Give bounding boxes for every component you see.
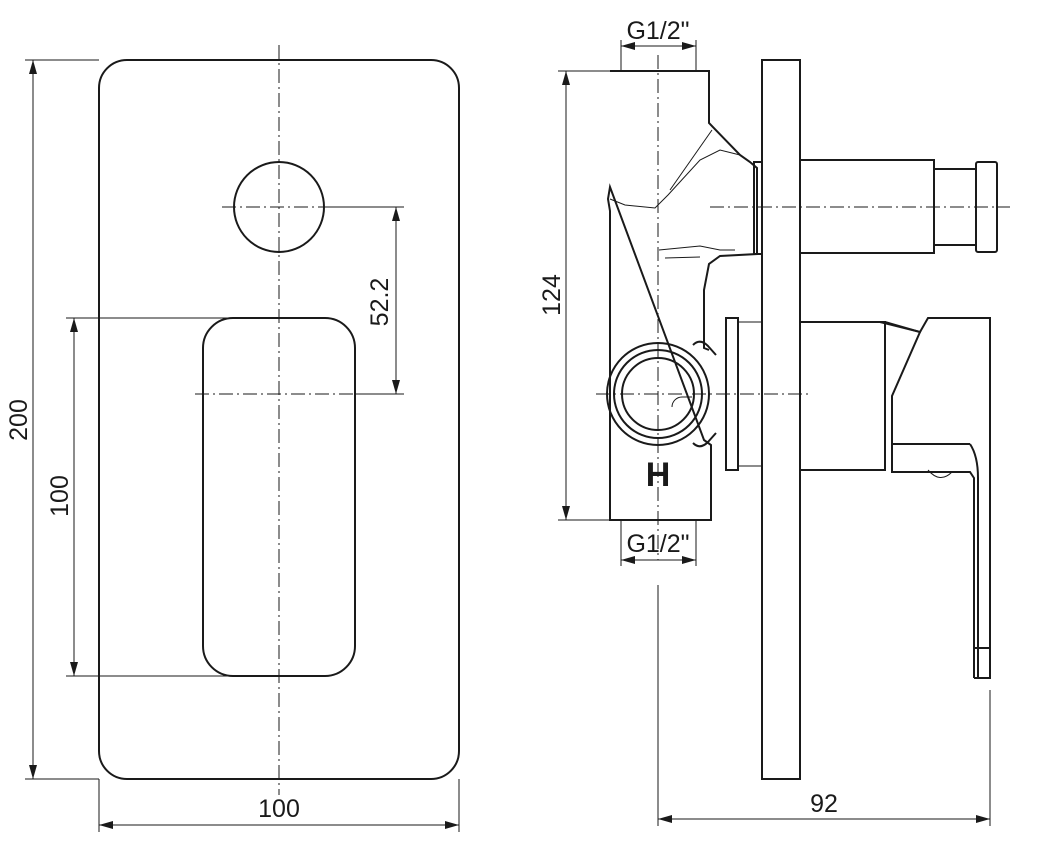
front-view: 200 100 52.2 100: [5, 45, 460, 832]
hot-inlet-marking: H: [646, 456, 671, 494]
dimension-label-front-width: 100: [258, 795, 300, 823]
side-view: H: [538, 17, 1010, 826]
dimension-label-handle-height: 100: [46, 475, 74, 517]
valve-body-casting-line-3: [658, 245, 735, 251]
dimension-label-thread-bottom: G1/2": [626, 530, 689, 558]
dimension-thread-top: G1/2": [620, 17, 697, 71]
valve-body-outline: [606, 70, 758, 521]
dimension-label-body-height: 124: [538, 274, 566, 316]
dimension-label-knob-offset: 52.2: [366, 278, 394, 327]
valve-body-casting-line-2: [669, 129, 713, 191]
dimension-thread-bottom: G1/2": [620, 520, 697, 566]
dimension-front-width: 100: [98, 779, 460, 832]
dimension-handle-height: 100: [46, 317, 232, 677]
valve-body-casting-line: [609, 149, 741, 209]
dimension-knob-offset: 52.2: [326, 206, 404, 395]
dimension-label-thread-top: G1/2": [626, 17, 689, 45]
dimension-label-front-height: 200: [5, 399, 33, 441]
lever-handle-side: [799, 317, 991, 679]
dimension-depth: 92: [657, 585, 991, 826]
dimension-body-height: 124: [538, 70, 610, 521]
cover-plate-side: [761, 59, 801, 780]
dimension-front-height: 200: [5, 59, 99, 780]
valve-body-casting-line-4: [664, 256, 701, 259]
dimension-label-depth: 92: [810, 790, 838, 818]
diverter-knob-side: [799, 159, 998, 254]
